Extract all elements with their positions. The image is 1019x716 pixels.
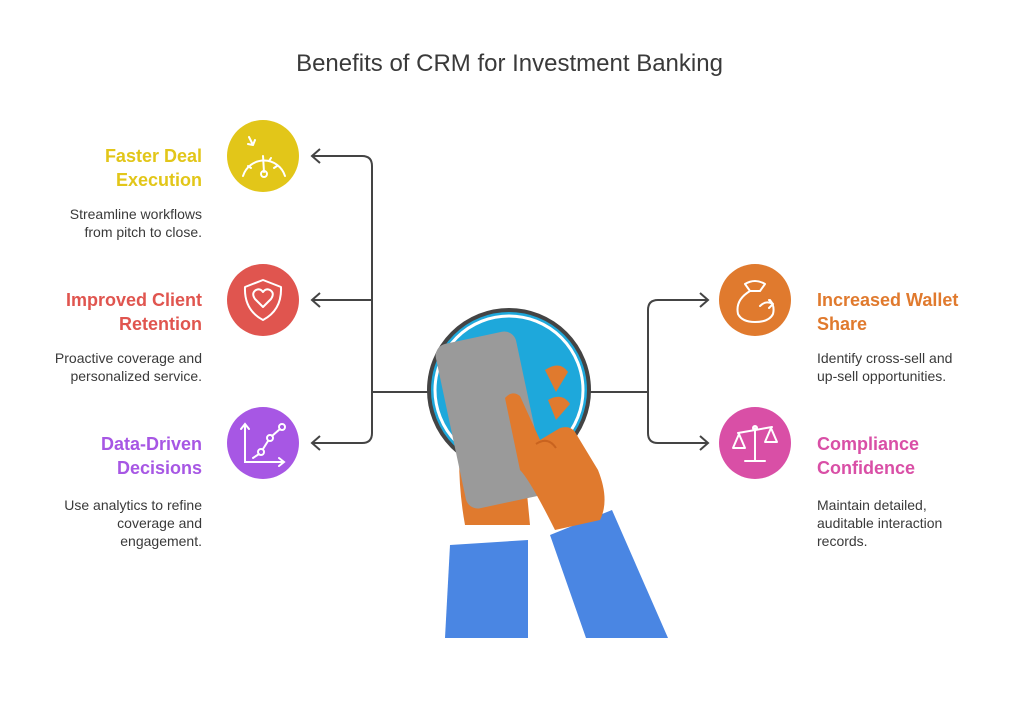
diagram-title: Benefits of CRM for Investment Banking xyxy=(296,50,723,77)
description-increased-wallet-share: Identify cross-sell and up-sell opportun… xyxy=(817,349,1007,385)
balance-scale-icon xyxy=(732,425,778,462)
description-line: engagement. xyxy=(120,533,202,549)
heading-line: Data-Driven xyxy=(100,434,202,454)
benefit-icon-client-retention xyxy=(227,264,299,336)
description-line: auditable interaction xyxy=(817,515,943,531)
heading-line: Compliance xyxy=(817,434,920,454)
description-line: from pitch to close. xyxy=(84,224,203,240)
arrow-client-retention xyxy=(310,292,321,308)
heading-line: Improved Client xyxy=(65,290,202,310)
description-faster-deal-execution: Streamline workflows from pitch to close… xyxy=(20,205,202,241)
description-line: records. xyxy=(817,533,868,549)
description-improved-client-retention: Proactive coverage and personalized serv… xyxy=(20,349,202,385)
description-line: Proactive coverage and xyxy=(54,350,202,366)
heading-line: Decisions xyxy=(116,458,202,478)
connector-left-trunk xyxy=(312,155,430,444)
description-line: Identify cross-sell and xyxy=(817,350,953,366)
heading-line: Execution xyxy=(115,170,202,190)
arrow-wallet-share xyxy=(699,292,710,308)
hand-holding-phone-icon xyxy=(427,308,668,638)
arrow-data-driven xyxy=(310,435,321,451)
description-line: personalized service. xyxy=(70,368,202,384)
arrow-compliance xyxy=(699,435,710,451)
benefit-icon-faster-deal xyxy=(227,120,299,192)
heading-line: Faster Deal xyxy=(104,146,202,166)
description-line: Use analytics to refine xyxy=(64,497,202,513)
heading-data-driven-decisions: Data-Driven Decisions xyxy=(40,432,202,480)
line-chart-icon xyxy=(240,422,286,467)
benefit-icon-data-driven xyxy=(227,407,299,479)
money-bag-icon xyxy=(736,280,775,323)
description-line: Maintain detailed, xyxy=(817,497,927,513)
benefit-icon-compliance xyxy=(719,407,791,479)
heading-line: Confidence xyxy=(817,458,916,478)
heading-line: Share xyxy=(817,314,868,334)
arrow-faster-deal xyxy=(310,148,321,164)
heading-faster-deal-execution: Faster Deal Execution xyxy=(40,144,202,192)
description-line: Streamline workflows xyxy=(69,206,202,222)
description-line: up-sell opportunities. xyxy=(817,368,947,384)
description-line: coverage and xyxy=(117,515,202,531)
benefit-icon-wallet-share xyxy=(719,264,791,336)
connectors xyxy=(310,148,710,451)
shield-heart-icon xyxy=(243,279,283,321)
heading-compliance-confidence: Compliance Confidence xyxy=(817,432,1007,480)
connector-right-trunk xyxy=(588,299,708,444)
description-compliance-confidence: Maintain detailed, auditable interaction… xyxy=(817,496,1007,550)
heading-increased-wallet-share: Increased Wallet Share xyxy=(817,288,1007,336)
speedometer-icon xyxy=(242,136,286,178)
description-data-driven-decisions: Use analytics to refine coverage and eng… xyxy=(20,496,202,550)
heading-line: Increased Wallet xyxy=(817,290,959,310)
heading-line: Retention xyxy=(119,314,202,334)
heading-improved-client-retention: Improved Client Retention xyxy=(20,288,202,336)
